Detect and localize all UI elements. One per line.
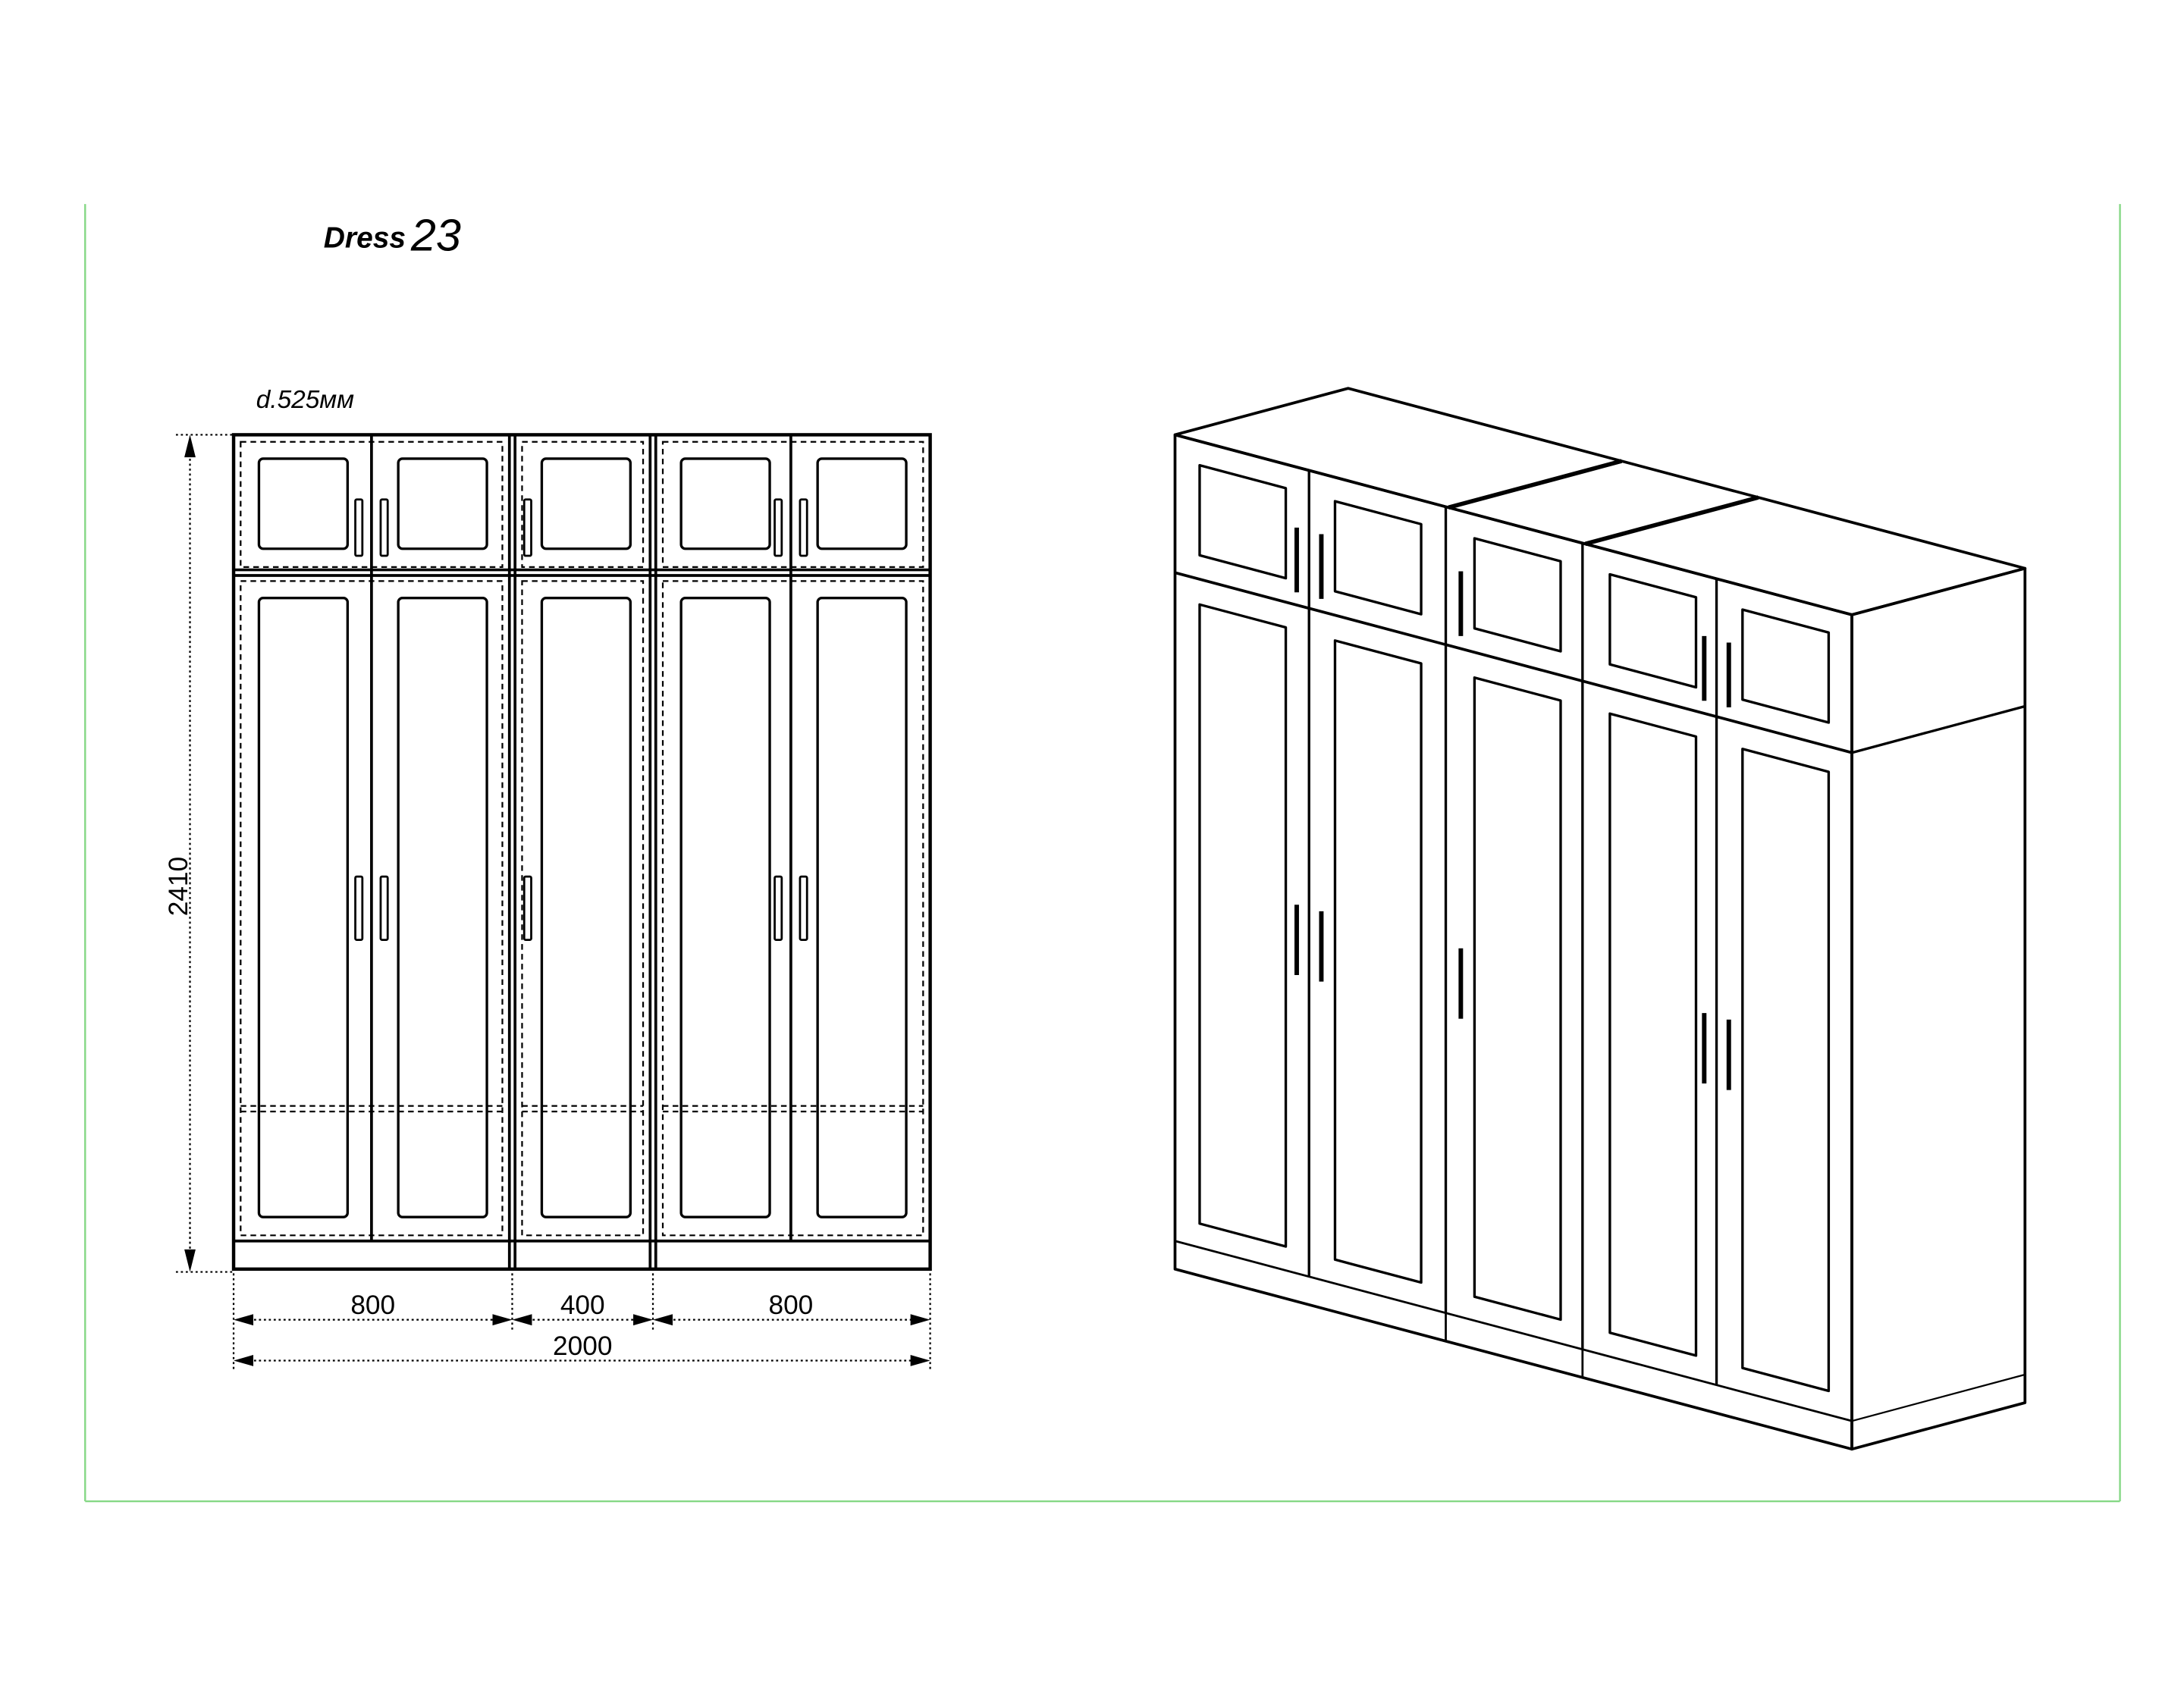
door-handle xyxy=(354,875,364,942)
glass-panel-top xyxy=(816,457,908,550)
iso-glass-panel xyxy=(1608,572,1698,689)
width-middle-dimension: 400 xyxy=(560,1290,605,1320)
door-handle xyxy=(522,498,532,557)
dimension-lines xyxy=(175,434,931,1372)
iso-glass-panel xyxy=(1473,537,1562,653)
door-handle xyxy=(522,875,532,942)
title-name: Dress xyxy=(324,222,406,255)
door-handle xyxy=(799,875,808,942)
height-dimension: 2410 xyxy=(164,857,193,916)
glass-panel-top xyxy=(540,457,632,550)
iso-glass-panel xyxy=(1741,608,1831,724)
module-top-seam xyxy=(1584,495,1759,547)
sheet-frame xyxy=(84,204,2121,1503)
plinth-line xyxy=(1175,1240,1853,1422)
iso-door-panel xyxy=(1473,676,1562,1322)
top-face xyxy=(1173,387,2027,616)
door-handle xyxy=(354,498,364,557)
hidden-line xyxy=(661,441,924,568)
glass-panel-top xyxy=(397,457,488,550)
dimension-arrows xyxy=(184,434,930,1366)
door-handle xyxy=(774,875,783,942)
door-handle xyxy=(774,498,783,557)
glass-panel-top xyxy=(679,457,771,550)
iso-glass-panel xyxy=(1333,500,1423,616)
plinth-edge xyxy=(1851,1373,2026,1422)
right-side-face xyxy=(1850,566,2027,1451)
iso-door-panel xyxy=(1333,639,1423,1284)
iso-door-panel xyxy=(1198,603,1288,1248)
front-face xyxy=(1173,433,1853,1451)
iso-door-panel xyxy=(1608,712,1698,1357)
hidden-line xyxy=(661,580,924,1237)
hidden-line xyxy=(240,580,504,1237)
cabinet-outline xyxy=(231,433,932,1272)
module-top-seam xyxy=(1448,459,1623,510)
door-handle xyxy=(799,498,808,557)
iso-glass-panel xyxy=(1198,463,1288,580)
door-panel xyxy=(397,597,488,1218)
width-left-dimension: 800 xyxy=(350,1290,395,1320)
width-total-dimension: 2000 xyxy=(553,1331,612,1361)
top-section-line xyxy=(1175,571,1853,754)
title-number: 23 xyxy=(410,209,461,260)
door-handle xyxy=(379,498,389,557)
isometric-view xyxy=(1173,387,2027,1451)
door-panel xyxy=(540,597,632,1218)
width-right-dimension: 800 xyxy=(768,1290,813,1320)
glass-panel-top xyxy=(257,457,350,550)
iso-door-panel xyxy=(1741,748,1831,1393)
hidden-line xyxy=(521,580,645,1237)
hidden-line xyxy=(240,441,504,568)
depth-label: d.525мм xyxy=(256,386,354,414)
door-panel xyxy=(816,597,908,1218)
door-panel xyxy=(679,597,771,1218)
hidden-line xyxy=(521,441,645,568)
door-panel xyxy=(257,597,350,1218)
front-view xyxy=(231,433,932,1272)
door-handle xyxy=(379,875,389,942)
top-module-edge xyxy=(1851,704,2026,754)
